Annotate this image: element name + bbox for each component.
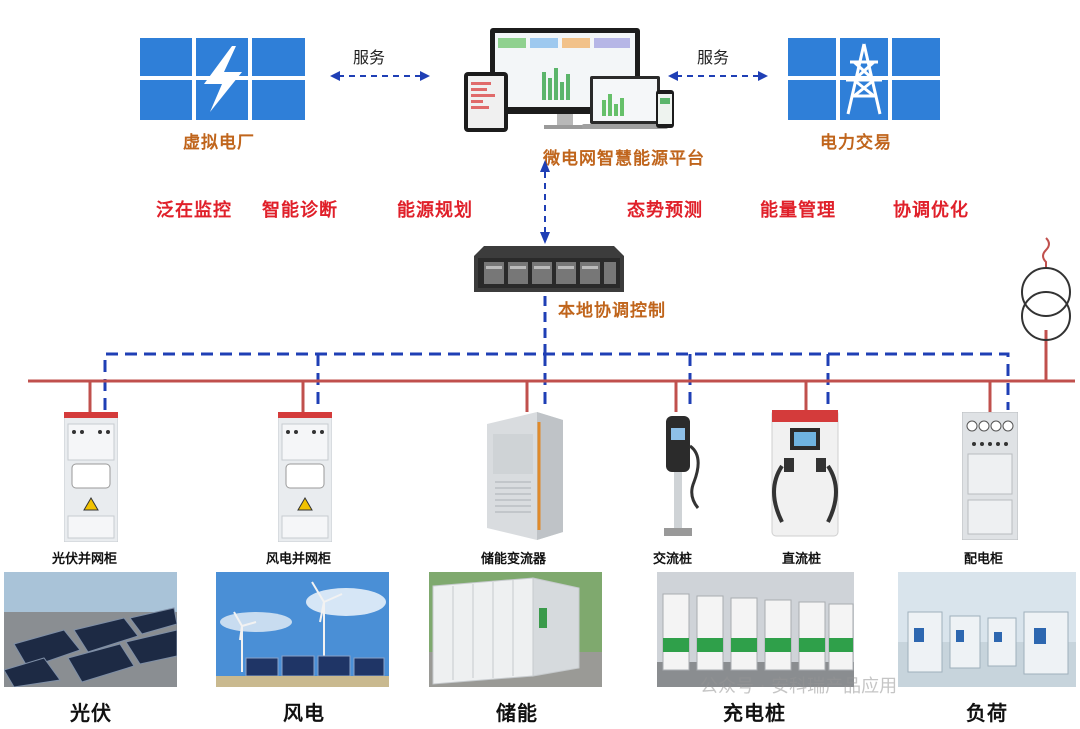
lightning-icon bbox=[204, 46, 242, 112]
trading-tiles bbox=[788, 38, 940, 120]
scene-photo-wind bbox=[216, 572, 389, 687]
equipment-label-pcs: 储能变流器 bbox=[481, 552, 547, 567]
scene-label-wind: 风电 bbox=[283, 701, 325, 725]
platform-devices bbox=[462, 28, 676, 133]
virtual-power-plant bbox=[140, 38, 305, 120]
equipment-label-distribution: 配电柜 bbox=[964, 552, 1004, 567]
ac-charger bbox=[660, 416, 704, 544]
platform-label: 微电网智慧能源平台 bbox=[543, 149, 705, 169]
scene-photo-pv bbox=[4, 572, 177, 687]
power-trading bbox=[788, 38, 940, 120]
transformer-icon bbox=[1021, 237, 1071, 341]
service-arrow-left bbox=[330, 71, 430, 81]
function-monitoring: 泛在监控 bbox=[156, 200, 232, 221]
virtual-plant-tiles bbox=[140, 38, 305, 120]
scene-photo-chargers bbox=[657, 572, 854, 687]
scene-label-chargers: 充电桩 bbox=[723, 701, 786, 725]
function-forecast: 态势预测 bbox=[627, 200, 703, 221]
controller-label: 本地协调控制 bbox=[558, 301, 666, 321]
platform-controller-link bbox=[540, 160, 550, 244]
scene-photo-storage bbox=[429, 572, 602, 687]
function-diagnosis: 智能诊断 bbox=[262, 200, 338, 221]
equipment-label-ac-charger: 交流桩 bbox=[653, 552, 693, 567]
scene-label-storage: 储能 bbox=[496, 701, 538, 725]
service-right-label: 服务 bbox=[697, 48, 730, 67]
scene-label-pv: 光伏 bbox=[70, 701, 112, 725]
scene-photo-load bbox=[898, 572, 1076, 687]
equipment-label-dc-charger: 直流桩 bbox=[782, 552, 822, 567]
service-left-label: 服务 bbox=[353, 48, 386, 67]
function-energy-management: 能量管理 bbox=[760, 200, 836, 221]
controller-device bbox=[474, 246, 624, 292]
equipment-label-wind-cabinet: 风电并网柜 bbox=[266, 552, 332, 567]
pv-grid-cabinet bbox=[63, 411, 119, 546]
power-tower-icon bbox=[846, 43, 882, 115]
virtual-plant-label: 虚拟电厂 bbox=[183, 133, 255, 153]
energy-storage-pcs bbox=[487, 412, 563, 544]
function-optimization: 协调优化 bbox=[893, 200, 969, 221]
equipment-label-pv-cabinet: 光伏并网柜 bbox=[52, 552, 118, 567]
scene-label-load: 负荷 bbox=[966, 701, 1008, 725]
distribution-cabinet bbox=[961, 411, 1019, 544]
dc-charger bbox=[762, 409, 848, 544]
watermark: 公众号 · 安科瑞产品应用 bbox=[700, 676, 898, 697]
trading-label: 电力交易 bbox=[820, 133, 892, 153]
function-planning: 能源规划 bbox=[397, 200, 473, 221]
service-arrow-right bbox=[668, 71, 768, 81]
power-bus bbox=[28, 330, 1075, 412]
wind-grid-cabinet bbox=[277, 411, 333, 546]
